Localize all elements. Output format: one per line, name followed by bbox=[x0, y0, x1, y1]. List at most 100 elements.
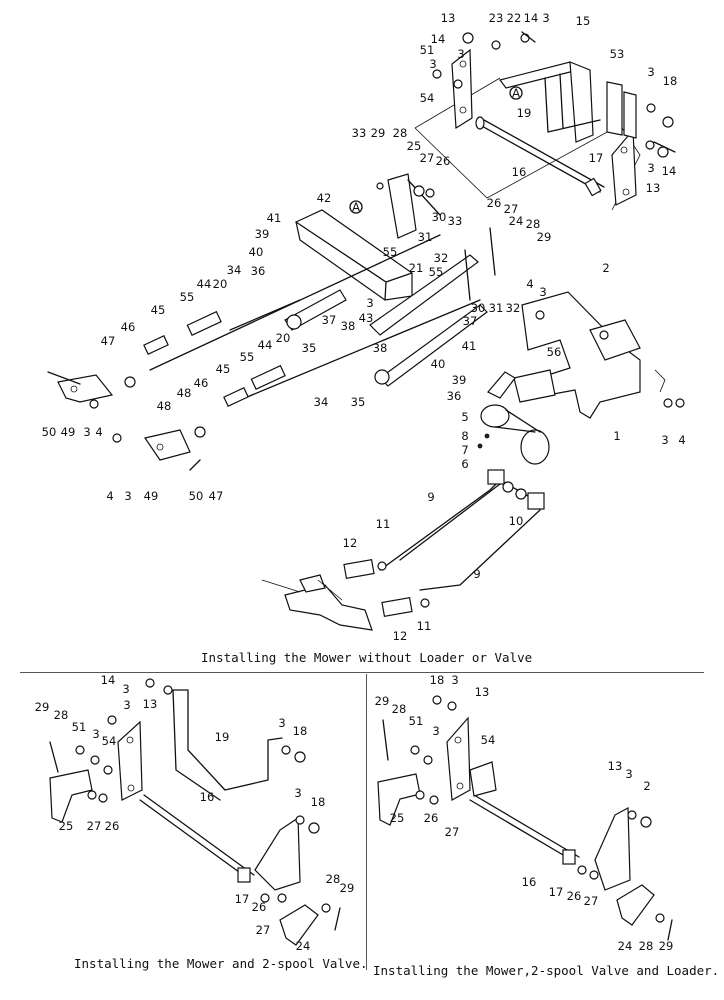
lever-25-br bbox=[377, 773, 421, 826]
part-callout-55: 55 bbox=[240, 350, 255, 364]
part-callout-53: 53 bbox=[610, 47, 625, 61]
part-callout-30: 30 bbox=[432, 210, 447, 224]
bracket-13-left bbox=[451, 48, 473, 130]
part-callout-3: 3 bbox=[432, 724, 439, 738]
part-callout-22: 22 bbox=[507, 11, 522, 25]
disc-6 bbox=[520, 429, 550, 465]
hitch-plate bbox=[284, 584, 373, 631]
part-callout-29: 29 bbox=[340, 881, 355, 895]
part-callout-28: 28 bbox=[326, 872, 341, 886]
part-callout-23: 23 bbox=[489, 11, 504, 25]
part-callout-9: 9 bbox=[427, 490, 434, 504]
part-callout-3: 3 bbox=[625, 767, 632, 781]
frame-19 bbox=[544, 73, 601, 133]
part-callout-3: 3 bbox=[83, 425, 90, 439]
part-callout-28: 28 bbox=[393, 126, 408, 140]
caption-top: Installing the Mower without Loader or V… bbox=[201, 650, 533, 665]
part-callout-27: 27 bbox=[504, 202, 519, 216]
part-callout-27: 27 bbox=[256, 923, 271, 937]
part-callout-14: 14 bbox=[431, 32, 446, 46]
part-callout-19: 19 bbox=[517, 106, 532, 120]
part-callout-24: 24 bbox=[618, 939, 633, 953]
part-callout-51: 51 bbox=[72, 720, 87, 734]
part-callout-25: 25 bbox=[59, 819, 74, 833]
clevis-12-a bbox=[343, 558, 375, 580]
part-callout-14: 14 bbox=[101, 673, 116, 687]
part-callout-54: 54 bbox=[102, 734, 117, 748]
part-callout-51: 51 bbox=[409, 714, 424, 728]
part-callout-36: 36 bbox=[447, 389, 462, 403]
part-callout-47: 47 bbox=[209, 489, 224, 503]
part-callout-34: 34 bbox=[227, 263, 242, 277]
bracket-13-bl bbox=[117, 720, 143, 801]
part-callout-28: 28 bbox=[639, 939, 654, 953]
frame-19-bl bbox=[172, 689, 283, 801]
part-callout-9: 9 bbox=[473, 567, 480, 581]
part-callout-13: 13 bbox=[143, 697, 158, 711]
part-callout-54: 54 bbox=[481, 733, 496, 747]
part-callout-56: 56 bbox=[547, 345, 562, 359]
part-callout-48: 48 bbox=[177, 386, 192, 400]
part-callout-26: 26 bbox=[424, 811, 439, 825]
part-callout-39: 39 bbox=[452, 373, 467, 387]
part-callout-16: 16 bbox=[522, 875, 537, 889]
bracket-13-br bbox=[446, 716, 471, 801]
part-callout-4: 4 bbox=[526, 277, 533, 291]
part-callout-39: 39 bbox=[255, 227, 270, 241]
part-callout-3: 3 bbox=[457, 47, 464, 61]
part-callout-3: 3 bbox=[92, 727, 99, 741]
part-callout-48: 48 bbox=[157, 399, 172, 413]
part-callout-28: 28 bbox=[392, 702, 407, 716]
part-callout-26: 26 bbox=[252, 900, 267, 914]
collar-17 bbox=[584, 177, 602, 197]
plate-53 bbox=[606, 81, 623, 136]
svg-text:A: A bbox=[512, 86, 520, 100]
part-callout-41: 41 bbox=[267, 211, 282, 225]
svg-text:A: A bbox=[352, 200, 360, 214]
part-callout-46: 46 bbox=[194, 376, 209, 390]
part-callout-3: 3 bbox=[278, 716, 285, 730]
part-callout-55: 55 bbox=[383, 245, 398, 259]
part-callout-38: 38 bbox=[373, 341, 388, 355]
part-callout-26: 26 bbox=[487, 196, 502, 210]
part-callout-4: 4 bbox=[106, 489, 113, 503]
part-callout-29: 29 bbox=[371, 126, 386, 140]
part-callout-31: 31 bbox=[489, 301, 504, 315]
shaft-16-br bbox=[469, 794, 580, 863]
part-callout-26: 26 bbox=[105, 819, 120, 833]
lever-5 bbox=[480, 404, 510, 428]
part-callout-6: 6 bbox=[461, 457, 468, 471]
part-callout-27: 27 bbox=[445, 825, 460, 839]
part-callout-13: 13 bbox=[441, 11, 456, 25]
part-callout-17: 17 bbox=[235, 892, 250, 906]
marker-a-top bbox=[509, 86, 523, 100]
part-callout-55: 55 bbox=[180, 290, 195, 304]
part-callout-49: 49 bbox=[144, 489, 159, 503]
part-callout-14: 14 bbox=[524, 11, 539, 25]
part-callout-43: 43 bbox=[359, 311, 374, 325]
part-callout-35: 35 bbox=[302, 341, 317, 355]
turnbuckle-44-b bbox=[250, 364, 286, 390]
bracket-49-a bbox=[57, 374, 114, 403]
bracket-49-b bbox=[144, 429, 191, 461]
part-callout-25: 25 bbox=[390, 811, 405, 825]
part-callout-50: 50 bbox=[42, 425, 57, 439]
part-callout-13: 13 bbox=[608, 759, 623, 773]
part-callout-51: 51 bbox=[420, 43, 435, 57]
part-callout-16: 16 bbox=[200, 790, 215, 804]
part-callout-45: 45 bbox=[151, 303, 166, 317]
part-callout-11: 11 bbox=[376, 517, 391, 531]
part-callout-21: 21 bbox=[409, 261, 424, 275]
part-callout-31: 31 bbox=[418, 230, 433, 244]
part-callout-27: 27 bbox=[87, 819, 102, 833]
part-callout-55: 55 bbox=[429, 265, 444, 279]
part-callout-33: 33 bbox=[352, 126, 367, 140]
part-callout-10: 10 bbox=[509, 514, 524, 528]
part-callout-54: 54 bbox=[420, 91, 435, 105]
part-callout-42: 42 bbox=[317, 191, 332, 205]
part-callout-3: 3 bbox=[429, 57, 436, 71]
part-callout-29: 29 bbox=[375, 694, 390, 708]
part-callout-44: 44 bbox=[197, 277, 212, 291]
